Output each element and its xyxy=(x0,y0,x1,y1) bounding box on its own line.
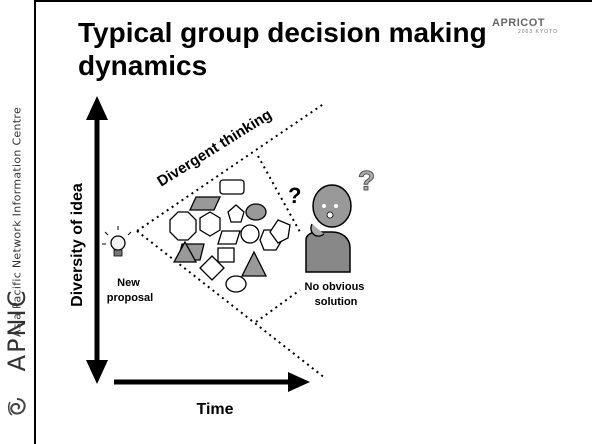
apnic-swirl-icon xyxy=(7,398,26,416)
idea-shapes xyxy=(169,179,291,293)
svg-text:?: ? xyxy=(288,183,301,208)
svg-text:?: ? xyxy=(358,165,375,196)
x-axis-label: Time xyxy=(196,401,233,418)
x-axis xyxy=(114,372,310,392)
question-mark-icon: ? ? xyxy=(288,165,376,209)
new-proposal-label: New proposal xyxy=(107,277,153,304)
apricot-badge-subtitle: 2003 KYOTO xyxy=(518,29,558,35)
lightbulb-icon xyxy=(102,226,132,257)
confused-thinker-icon xyxy=(305,184,352,273)
apricot-badge: APRICOT xyxy=(492,17,545,29)
sidebar: Asia Pacific Network Information Centre … xyxy=(0,0,36,444)
y-axis-label: Diversity of idea xyxy=(69,183,86,307)
divergent-lines xyxy=(136,102,326,379)
divergent-thinking-label: Divergent thinking xyxy=(154,106,275,190)
no-obvious-solution-label: No obvious solution xyxy=(305,281,368,308)
top-rule xyxy=(34,0,592,2)
y-axis xyxy=(86,96,108,384)
slide-title: Typical group decision making dynamics xyxy=(78,17,487,81)
